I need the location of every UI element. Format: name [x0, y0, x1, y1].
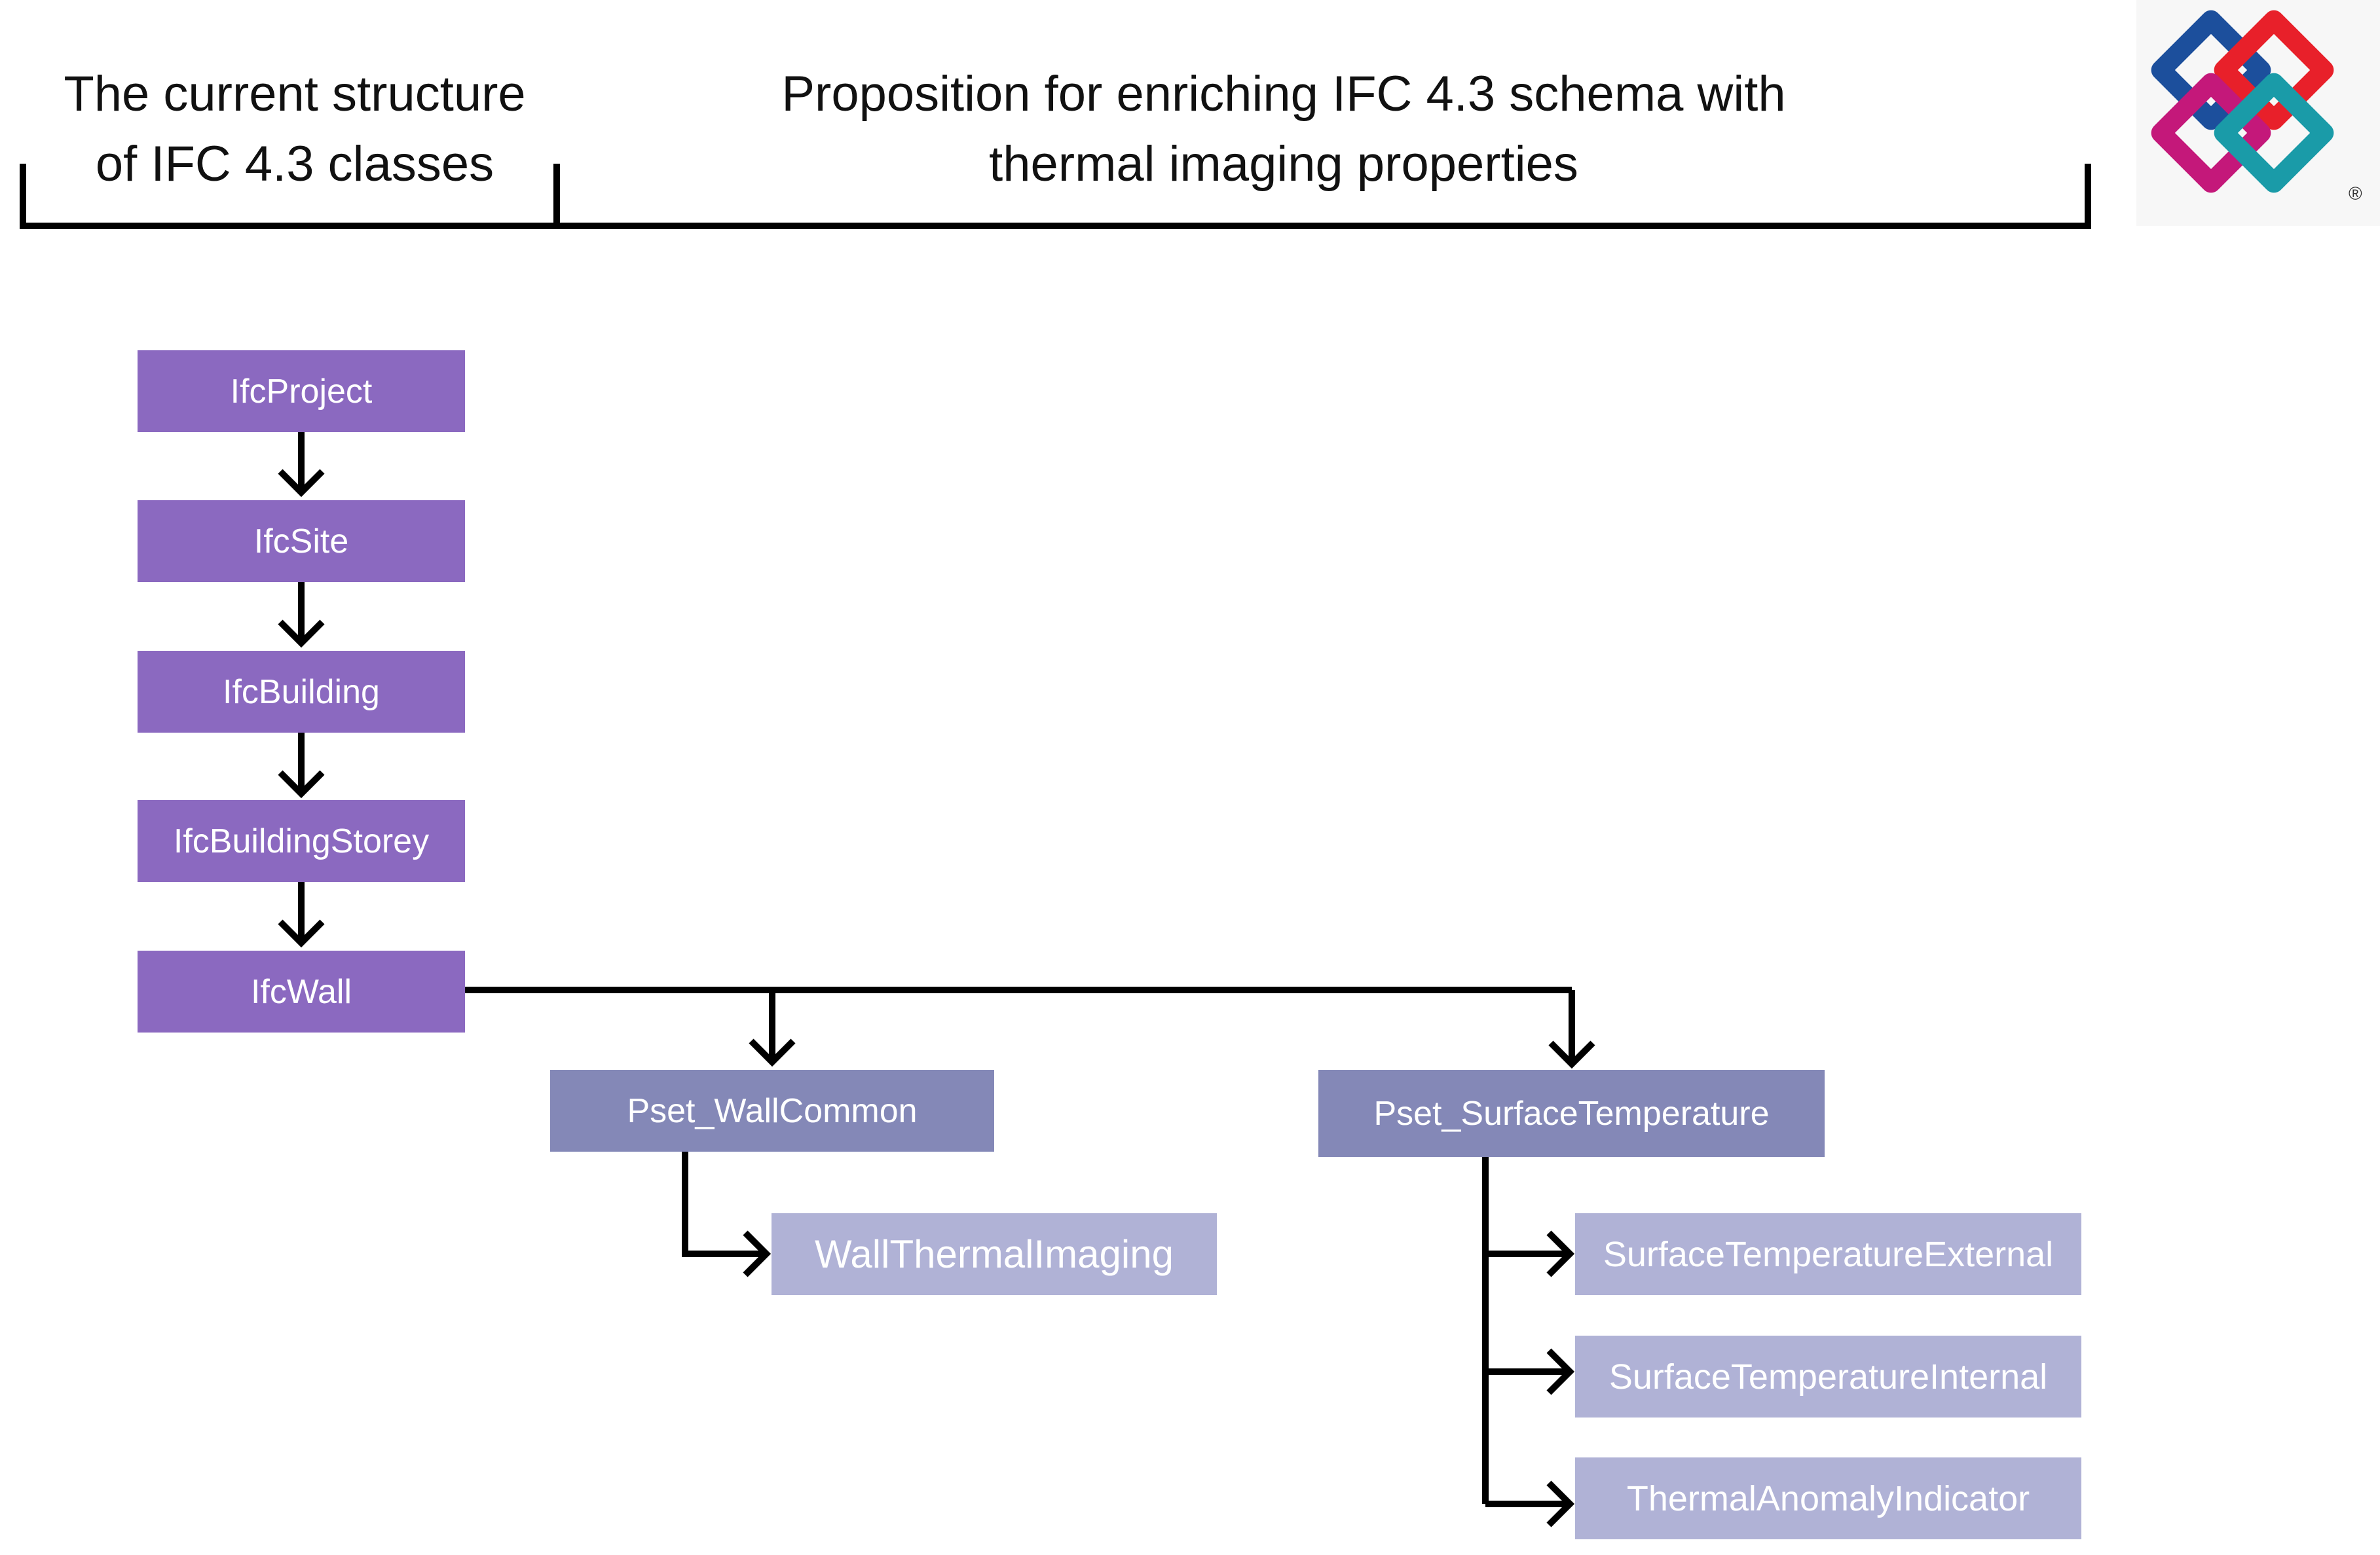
ifc-class-ifcproject: IfcProject [138, 350, 465, 432]
ifc-class-ifcbuilding: IfcBuilding [138, 651, 465, 733]
proposition-title-line-1: Proposition for enriching IFC 4.3 schema… [781, 66, 1786, 122]
logo-registered-mark: ® [2349, 183, 2362, 204]
arrowhead-building-storey [278, 770, 325, 799]
wallcommon-to-property-lines [682, 1151, 772, 1277]
pset-wallcommon: Pset_WallCommon [550, 1070, 994, 1152]
ifc-class-ifcsite: IfcSite [138, 500, 465, 582]
current-structure-title-line-1: The current structure [64, 66, 526, 122]
arrowhead-project-site [278, 469, 325, 498]
ifc-class-ifcwall: IfcWall [138, 951, 465, 1033]
property-surfacetemperatureexternal: SurfaceTemperatureExternal [1575, 1213, 2081, 1295]
arrowhead-site-building [278, 619, 325, 648]
ifc-class-ifcbuildingstorey: IfcBuildingStorey [138, 800, 465, 882]
property-wallthermalimaging: WallThermalImaging [772, 1213, 1217, 1295]
surfacetemp-to-property-lines [1482, 1156, 1575, 1528]
arrowhead-storey-wall [278, 919, 325, 948]
proposition-title: Proposition for enriching IFC 4.3 schema… [707, 59, 1860, 199]
property-surfacetemperatureinternal: SurfaceTemperatureInternal [1575, 1336, 2081, 1418]
logo-teal-diamond [2214, 73, 2334, 193]
pset-surfacetemperature: Pset_SurfaceTemperature [1318, 1070, 1825, 1157]
property-thermalanomalyindicator: ThermalAnomalyIndicator [1575, 1457, 2081, 1539]
ifc-logo [2151, 10, 2334, 193]
proposition-title-line-2: thermal imaging properties [989, 136, 1578, 192]
header-bracket [20, 164, 2091, 229]
class-chain-arrows [278, 432, 325, 948]
current-structure-title-line-2: of IFC 4.3 classes [95, 136, 494, 192]
wall-to-pset-lines [464, 987, 1595, 1069]
current-structure-title: The current structure of IFC 4.3 classes [20, 59, 570, 199]
